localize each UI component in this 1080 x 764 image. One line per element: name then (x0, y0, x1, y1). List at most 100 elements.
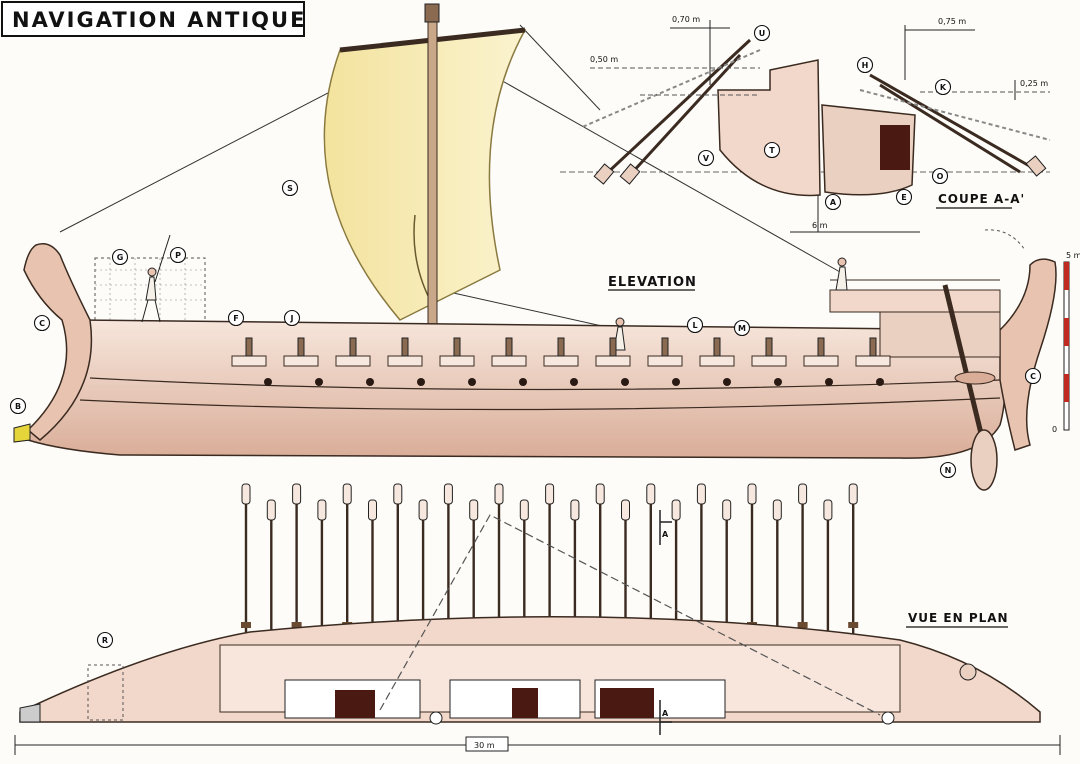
svg-text:E: E (901, 193, 906, 202)
sail-fold (413, 214, 431, 301)
callout-u: U (753, 24, 771, 42)
plan-oar-blade (570, 499, 580, 521)
bench (335, 355, 371, 367)
figure-bow (141, 234, 171, 323)
rower-benches (231, 337, 891, 367)
svg-text:F: F (233, 314, 238, 323)
bench (751, 355, 787, 367)
section-mark-bottom: A (662, 709, 669, 718)
oar-port (774, 378, 782, 386)
plan-oar-blade (342, 483, 352, 505)
svg-text:H: H (862, 61, 869, 70)
callout-m: M (733, 319, 751, 337)
bench (283, 355, 319, 367)
plan-steering-mount (959, 663, 977, 681)
plan-oar-blade (443, 483, 453, 505)
plan-oar-blade (469, 499, 479, 521)
svg-text:B: B (15, 402, 21, 411)
sheet-line (439, 289, 621, 331)
plan-oar-blade (696, 483, 706, 505)
plan-oar-blade (241, 483, 251, 505)
oar-port (723, 378, 731, 386)
callout-c-stern: C (1024, 367, 1042, 385)
thole-pin (297, 337, 305, 357)
ram (13, 423, 31, 443)
thole-pin (609, 337, 617, 357)
title-box (1, 1, 305, 37)
oar-port (264, 378, 272, 386)
section-label: COUPE A-A' (938, 192, 1025, 206)
thole-pin (557, 337, 565, 357)
plan-oar-blade (494, 483, 504, 505)
svg-text:N: N (945, 466, 952, 475)
wale-line-lower (79, 397, 1001, 411)
masthead (424, 3, 440, 23)
callout-f: F (227, 309, 245, 327)
callout-l: L (686, 316, 704, 334)
plan-oar-blade (848, 483, 858, 505)
svg-text:P: P (175, 251, 181, 260)
scale-bar: 5 m 0 (1052, 251, 1080, 434)
dim-070: 0,70 m (672, 15, 700, 24)
bench (387, 355, 423, 367)
dim-30m: 30 m (474, 741, 495, 750)
thole-pin (713, 337, 721, 357)
thole-pin (401, 337, 409, 357)
plan-oar-blade (671, 499, 681, 521)
elevation-label: ELEVATION (608, 275, 697, 290)
bow-post (23, 243, 93, 441)
thole-pin (349, 337, 357, 357)
svg-text:S: S (287, 184, 293, 193)
thole-pin (869, 337, 877, 357)
plan-oar-blade (519, 499, 529, 521)
callout-j: J (283, 309, 301, 327)
scale-zero: 0 (1052, 425, 1057, 434)
svg-text:V: V (703, 154, 710, 163)
svg-text:O: O (937, 172, 944, 181)
thole-pin (505, 337, 513, 357)
callout-s: S (281, 179, 299, 197)
yard-brace-line (519, 24, 601, 111)
plan-oar-blade (368, 499, 377, 521)
plan-label: VUE EN PLAN (908, 611, 1009, 625)
bench (803, 355, 839, 367)
thole-pin (661, 337, 669, 357)
oar-ports (264, 378, 884, 386)
callout-k: K (934, 78, 952, 96)
svg-text:U: U (759, 29, 766, 38)
bench (855, 355, 891, 367)
plan-oar-blade (545, 483, 555, 505)
oar-port (621, 378, 629, 386)
callout-e: E (895, 188, 913, 206)
bench (491, 355, 527, 367)
oar-port (315, 378, 323, 386)
bench (439, 355, 475, 367)
mast (427, 7, 438, 361)
section-view: 0,70 m 0,50 m 0,75 m 0,25 m 6 m COUPE A-… (560, 15, 1051, 233)
square-sail (323, 29, 527, 321)
oar-port (672, 378, 680, 386)
scale-5m: 5 m (1066, 251, 1080, 260)
thole-pin (817, 337, 825, 357)
plan-oar-blade (772, 499, 782, 521)
section-hold (880, 125, 910, 170)
figure-stern (835, 257, 848, 291)
plan-oar-blade (317, 499, 327, 521)
callout-c: C (33, 314, 51, 332)
stern-ornament-outline (984, 229, 1026, 251)
oar-port (876, 378, 884, 386)
svg-text:K: K (940, 83, 947, 92)
svg-text:G: G (117, 253, 124, 262)
svg-text:C: C (39, 319, 45, 328)
steering-oar-blade (970, 429, 998, 491)
plan-oar-lock (291, 622, 302, 628)
thole-pin (453, 337, 461, 357)
dim-6m: 6 m (812, 221, 828, 230)
bench (699, 355, 735, 367)
oar-port (570, 378, 578, 386)
callout-a: A (824, 193, 842, 211)
callout-v: V (697, 149, 715, 167)
section-hull-left (717, 59, 821, 197)
